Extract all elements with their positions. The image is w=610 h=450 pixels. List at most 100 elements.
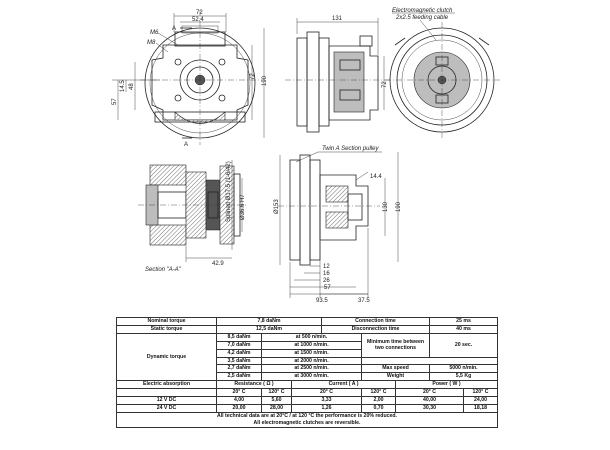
- dim-57: 57: [112, 98, 118, 105]
- min-time-label: Minimum time between two connections: [361, 332, 430, 358]
- dim-72-side: 72: [382, 81, 388, 88]
- dyn-torque-4: 2,7 daNm: [216, 364, 262, 374]
- dynamic-torque-label: Dynamic torque: [116, 332, 217, 382]
- table-row: 12 V DC 4,00 5,60 3,33 2,00 40,00 24,00: [116, 396, 498, 405]
- clutch-note-1: Electromagnetic clutch: [392, 8, 453, 14]
- dim-12: 12: [323, 264, 330, 270]
- dim-57-pulley: 57: [324, 285, 331, 291]
- dyn-speed-2: at 1500 n/min.: [261, 348, 362, 358]
- dim-190-front: 190: [262, 75, 268, 86]
- disconnection-time-label: Disconnection time: [321, 324, 430, 334]
- note-1: All technical data are at 20°C / at 120 …: [216, 413, 398, 420]
- thread-m8: M8: [147, 40, 156, 46]
- p120-12: 24,00: [463, 396, 498, 405]
- weight-value: 5,5 Kg: [429, 372, 498, 382]
- r120-12: 5,60: [261, 396, 292, 405]
- dim-72-top: 72: [196, 10, 203, 16]
- dyn-torque-3: 3,5 daNm: [216, 356, 262, 366]
- nominal-torque-value: 7,8 daNm: [216, 317, 322, 326]
- dim-72-vert: 72: [250, 73, 256, 80]
- section-mark-a-top: A: [172, 26, 176, 32]
- i-20-header: 20° C: [291, 388, 362, 398]
- section-bore-2: Ø36.6 H7: [240, 194, 246, 220]
- i120-12: 2,00: [361, 396, 396, 405]
- pulley-note: Twin A Section pulley: [322, 146, 379, 152]
- connection-time-value: 25 ms: [429, 317, 498, 326]
- dim-26: 26: [323, 278, 330, 284]
- section-mark-a-bottom: A: [184, 142, 188, 148]
- max-speed-value: 5000 n/min.: [429, 364, 498, 374]
- dyn-torque-2: 4,2 daNm: [216, 348, 262, 358]
- current-label: Current ( A ): [291, 380, 396, 390]
- r20-12: 4,00: [216, 396, 262, 405]
- p-120-header: 120° C: [463, 388, 498, 398]
- dyn-speed-1: at 1000 n/min.: [261, 340, 362, 350]
- dim-130: 130: [383, 201, 389, 212]
- p120-24: 18,18: [463, 403, 498, 413]
- weight-label: Weight: [361, 372, 430, 382]
- dyn-speed-0: at 500 n/min.: [261, 332, 362, 342]
- flange-body: [151, 44, 249, 121]
- section-caption: Section "A-A": [145, 267, 182, 273]
- dim-190-pulley: 190: [396, 201, 402, 212]
- power-label: Power ( W ): [395, 380, 498, 390]
- technical-drawing: 72 52.4 A M6 M8 72 190 57 14.5 48 A: [112, 8, 500, 304]
- clutch-note-2: 2x2.5 feeding cable: [395, 15, 449, 21]
- p20-12: 40,00: [395, 396, 464, 405]
- resistance-label: Resistance ( Ω ): [216, 380, 292, 390]
- r120-24: 28,00: [261, 403, 292, 413]
- dyn-torque-1: 7,0 daNm: [216, 340, 262, 350]
- electric-absorption-label: Electric absorption: [116, 380, 217, 390]
- dim-42-9: 42.9: [212, 261, 224, 267]
- front-view: 72 52.4 A M6 M8 72 190 57 14.5 48 A: [112, 10, 268, 148]
- i120-24: 0,70: [361, 403, 396, 413]
- dim-16: 16: [323, 271, 330, 277]
- p20-24: 30,30: [395, 403, 464, 413]
- dim-14-5: 14.5: [120, 80, 126, 92]
- side-pulley-groove-1: [296, 37, 308, 127]
- side-clutch-body: [328, 45, 379, 121]
- side-view: 131 72: [285, 16, 392, 133]
- static-torque-value: 12,5 daNm: [216, 324, 322, 334]
- p-20-header: 20° C: [395, 388, 464, 398]
- dim-37-5: 37.5: [358, 298, 370, 304]
- max-speed-label: Max speed: [361, 364, 430, 374]
- dyn-torque-0: 8,5 daNm: [216, 332, 262, 342]
- table-notes: All technical data are at 20°C / at 120 …: [116, 411, 498, 428]
- dim-93-5: 93.5: [316, 298, 328, 304]
- blank-cell: [361, 356, 498, 366]
- dim-153: Ø153: [274, 199, 280, 214]
- static-torque-label: Static torque: [116, 324, 217, 334]
- dim-52-4: 52.4: [192, 17, 204, 23]
- rear-view: Electromagnetic clutch 2x2.5 feeding cab…: [385, 8, 500, 140]
- min-time-value: 20 sec.: [429, 332, 498, 358]
- i20-12: 3,33: [291, 396, 362, 405]
- section-view: Splined Ø17.5 (1-6/42) Ø36.6 H7 42.9 Sec…: [138, 160, 248, 273]
- dyn-speed-4: at 2500 n/min.: [261, 364, 362, 374]
- section-bore-1: Splined Ø17.5 (1-6/42): [226, 161, 232, 222]
- dyn-torque-5: 2,5 daNm: [216, 372, 262, 382]
- dyn-speed-3: at 2000 n/min.: [261, 356, 362, 366]
- disconnection-time-value: 40 ms: [429, 324, 498, 334]
- i-120-header: 120° C: [361, 388, 396, 398]
- dyn-speed-5: at 3000 n/min.: [261, 372, 362, 382]
- i20-24: 1,26: [291, 403, 362, 413]
- voltage-24: 24 V DC: [116, 403, 217, 413]
- dim-14-4: 14.4: [370, 174, 382, 180]
- note-2: All electromagnetic clutches are reversi…: [253, 419, 361, 426]
- temp-header-blank: [116, 388, 217, 398]
- thread-m6: M6: [150, 30, 159, 36]
- pulley-section-view: Twin A Section pulley 14.4 Ø153 130 190 …: [274, 146, 402, 304]
- table-row: 24 V DC 20,00 28,00 1,26 0,70 30,30 18,1…: [116, 403, 498, 413]
- r-120-header: 120° C: [261, 388, 292, 398]
- front-pulley-outline: [144, 27, 256, 139]
- dim-48: 48: [129, 83, 135, 90]
- nominal-torque-label: Nominal torque: [116, 317, 217, 326]
- pulley-groove-1: [289, 159, 301, 261]
- connection-time-label: Connection time: [321, 317, 430, 326]
- voltage-12: 12 V DC: [116, 396, 217, 405]
- r20-24: 20,00: [216, 403, 262, 413]
- r-20-header: 20° C: [216, 388, 262, 398]
- dim-131: 131: [332, 16, 343, 22]
- spec-table: Nominal torque 7,8 daNm Connection time …: [116, 317, 498, 428]
